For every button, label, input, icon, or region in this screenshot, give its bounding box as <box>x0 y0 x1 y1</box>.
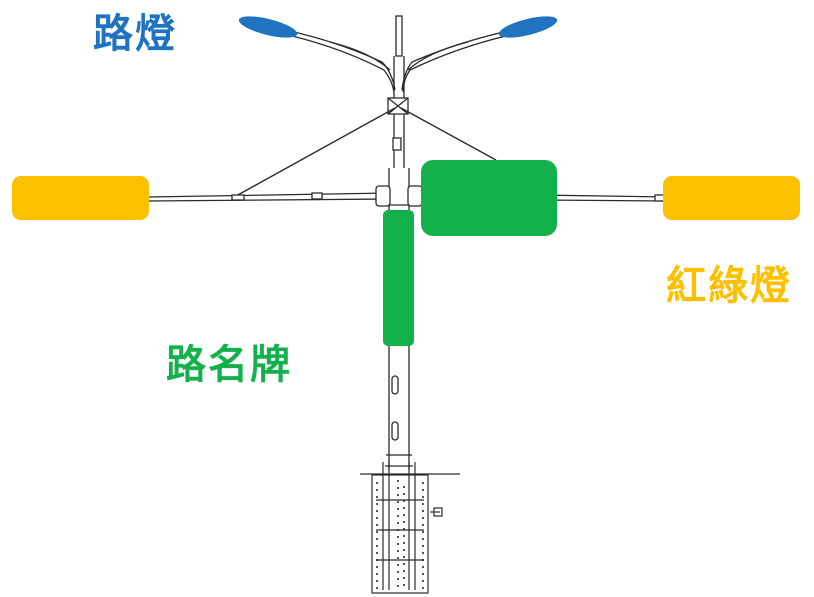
traffic-light-left <box>12 176 149 220</box>
foundation <box>360 462 460 594</box>
street-lamp-head-left <box>238 16 298 38</box>
street-name-sign-label: 路名牌 <box>166 342 292 388</box>
street-name-sign-vertical <box>383 210 414 346</box>
main-pole <box>386 15 412 470</box>
traffic-light-label: 紅綠燈 <box>666 263 792 309</box>
street-light-label: 路燈 <box>93 11 177 57</box>
mast-arm <box>147 185 669 207</box>
street-lamp-head-right <box>498 16 558 38</box>
traffic-light-right <box>663 176 800 220</box>
guy-wires <box>235 107 497 197</box>
street-name-sign-large <box>421 160 557 236</box>
